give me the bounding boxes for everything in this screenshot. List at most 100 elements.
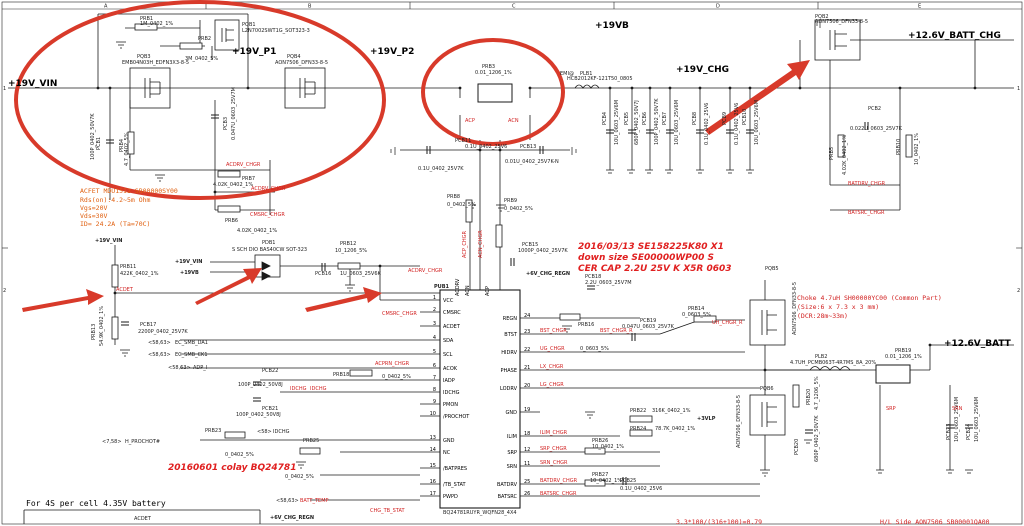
pcb19-val: 0.047U_0603_25V7K bbox=[622, 324, 675, 330]
prb3-ref: PRB3 bbox=[482, 64, 495, 70]
prb27-ref: PRB27 bbox=[592, 472, 608, 478]
ic-pin-name-iadp: IADP bbox=[443, 378, 455, 384]
ic-pin-num-15: 15 bbox=[430, 463, 436, 469]
net-ilim-chgr: ILIM_CHGR bbox=[540, 430, 568, 436]
ic-pin-num-10: 10 bbox=[430, 411, 436, 417]
ic-pin-num-19: 19 bbox=[524, 407, 530, 413]
ref-da: <58,63> bbox=[148, 340, 171, 346]
prb4-val: 4.7_0402_5% bbox=[124, 132, 130, 166]
sense-resistor-highlight-ellipse bbox=[421, 38, 565, 146]
choke-note-3: (DCR:28m~33m) bbox=[797, 312, 848, 320]
pcb9-ref: PCB9 bbox=[722, 112, 728, 125]
pcb19-ref: PCB19 bbox=[640, 318, 656, 324]
prb18-val: 0_0402_5% bbox=[382, 374, 411, 380]
pcb1-ref: PCB1 bbox=[96, 137, 102, 150]
ic-pin-name-cmsrc: CMSRC bbox=[443, 310, 461, 316]
ic-pin-num-7: 7 bbox=[433, 375, 436, 381]
pcb16-ref: PCB16 bbox=[315, 271, 331, 277]
pcb11b-val: 0.1U_0402_25V7K bbox=[418, 166, 464, 172]
net-chg-tb-stat: CHG_TB_STAT bbox=[370, 508, 405, 514]
prb10-ref: PRB10 bbox=[896, 139, 902, 155]
pqb6-ref: PQB6 bbox=[760, 386, 774, 392]
ic-pin-name-hidrv-22: HIDRV bbox=[501, 350, 517, 356]
acfet-note-4: ID= 24.2A (Ta=70C) bbox=[80, 220, 150, 228]
ic-top-pin-acdrv: ACDRV bbox=[455, 278, 461, 296]
fet-marks bbox=[144, 28, 847, 427]
pqb5-ref: PQB5 bbox=[765, 266, 779, 272]
arrow-cmsrc bbox=[305, 287, 382, 312]
ref-idchg: <58> bbox=[257, 429, 272, 435]
ref-adp: <58,63> bbox=[168, 365, 191, 371]
ic-pin-name-prochot: /PROCHOT bbox=[443, 414, 470, 420]
net-h-prochot: H_PROCHOT# bbox=[125, 439, 160, 445]
ic-pin-name-lodrv-20: LODRV bbox=[500, 386, 518, 392]
pcb7-val: 10U_0603_25V6M bbox=[674, 100, 680, 145]
ic-pin-num-26: 26 bbox=[524, 491, 530, 497]
net-bst-chgr: BST_CHGR bbox=[540, 328, 567, 334]
pcb23-ref: PCB23 bbox=[946, 424, 952, 440]
ic-pin-num-23: 23 bbox=[524, 329, 530, 335]
net-srp-chgr: SRP_CHGR bbox=[540, 446, 567, 452]
pdb1-ref: PDB1 bbox=[262, 240, 275, 246]
net-acprn-chgr: ACPRN_CHGR bbox=[375, 361, 410, 367]
ic-pin-name-vcc: VCC bbox=[443, 298, 454, 304]
prb2-val: 3M_0402_5% bbox=[185, 56, 218, 62]
net-idchg-cap: IDCHG bbox=[310, 386, 327, 392]
prb19-ref: PRB19 bbox=[895, 348, 911, 354]
acfet-note-3: Vds=30V bbox=[80, 212, 107, 220]
net-srn: SRN bbox=[952, 406, 963, 412]
ic-ref: PUB1 bbox=[434, 284, 450, 290]
prb6-ref: PRB6 bbox=[225, 218, 238, 224]
pcb20-ref: PCB20 bbox=[794, 439, 800, 455]
ic-pin-name-gnd: GND bbox=[443, 438, 455, 444]
net-lg-chgr: LG_CHGR bbox=[540, 382, 564, 388]
arrow-acdet bbox=[22, 289, 104, 312]
prb25-ref: PRB25 bbox=[303, 438, 319, 444]
choke-note-2: (Size:6 x 7.3 x 3 mm) bbox=[797, 303, 879, 311]
prb23-val: 0_0402_5% bbox=[225, 452, 254, 458]
ic-pin-num-14: 14 bbox=[430, 447, 436, 453]
grid-row-2-right: 2 bbox=[1017, 288, 1020, 294]
ic-pin-num-21: 21 bbox=[524, 365, 530, 371]
pqb3-val: EMB04N03H_EDFN3X3-8-5 bbox=[122, 60, 189, 66]
ic-pin-num-24: 24 bbox=[524, 313, 530, 319]
bottom-note-title: For 4S per cell 4.35V battery bbox=[26, 499, 166, 508]
pcb15-val: 1000P_0402_25V7K bbox=[518, 248, 568, 254]
rail-12v6-batt-chg: +12.6V_BATT_CHG bbox=[908, 31, 1001, 41]
rail-19v-vin: +19V_VIN bbox=[8, 79, 57, 89]
pcb2-ref: PCB2 bbox=[868, 106, 881, 112]
net-acdet: ACDET bbox=[116, 287, 134, 293]
plb1-val: HCB2012KF-121T50_0805 bbox=[567, 76, 633, 82]
net-idchg-ref: IDCHG bbox=[273, 429, 290, 435]
acfet-note-1: Rds(on):4.2~5m Ohm bbox=[80, 196, 151, 204]
ic-pin-num-4: 4 bbox=[433, 335, 436, 341]
net-ec-smb-da1: EC_SMB_DA1 bbox=[175, 340, 208, 346]
pqb1-ref: PQB1 bbox=[242, 22, 256, 28]
prb13-ref: PRB13 bbox=[91, 324, 97, 340]
ic-pin-name-phase-21: PHASE bbox=[500, 368, 517, 374]
net-acdrv-chgr-ic: ACDRV_CHGR bbox=[408, 268, 443, 274]
prb9-ref: PRB9 bbox=[504, 198, 517, 204]
arrow-pdb1 bbox=[195, 268, 262, 305]
pcb18-ref: PCB18 bbox=[585, 274, 601, 280]
pcb3-ref: PCB3 bbox=[223, 117, 229, 130]
notes: ACFET MDU1512 SB00000SY00 Rds(on):4.2~5m… bbox=[80, 187, 990, 526]
arrow-batt-fet bbox=[705, 60, 810, 135]
rail-19v-chg: +19V_CHG bbox=[676, 65, 729, 75]
prb22-ref: PRB22 bbox=[630, 408, 646, 414]
rail-6v-chg-regn: +6V_CHG_REGN bbox=[526, 271, 570, 277]
ic-pin-num-13: 13 bbox=[430, 435, 436, 441]
ic-pin-name-regn-24: REGN bbox=[503, 316, 518, 322]
rail-19v-p1: +19V_P1 bbox=[232, 47, 276, 57]
grid-row-1: 1 bbox=[3, 86, 6, 92]
rail-19v-p2: +19V_P2 bbox=[370, 47, 414, 57]
rail-labels: +19V_VIN +19V_P1 +19V_P2 +19VB +19V_CHG … bbox=[8, 21, 1012, 521]
prb16-ref: PRB16 bbox=[578, 322, 594, 328]
net-cmsrc-chgr-top: CMSRC_CHGR bbox=[250, 212, 285, 218]
plb2-val: 4.7UH_PCMB063T-4R7MS_8A_20% bbox=[790, 360, 876, 366]
ic-pin-name-idchg: IDCHG bbox=[443, 390, 460, 396]
bottom-note-box: For 4S per cell 4.35V battery ACDET bbox=[23, 499, 261, 524]
ic-pin-name-tbstat: /TB_STAT bbox=[443, 482, 467, 488]
prb24-val: 78.7K_0402_1% bbox=[655, 426, 695, 432]
grid-row-1-right: 1 bbox=[1017, 86, 1020, 92]
